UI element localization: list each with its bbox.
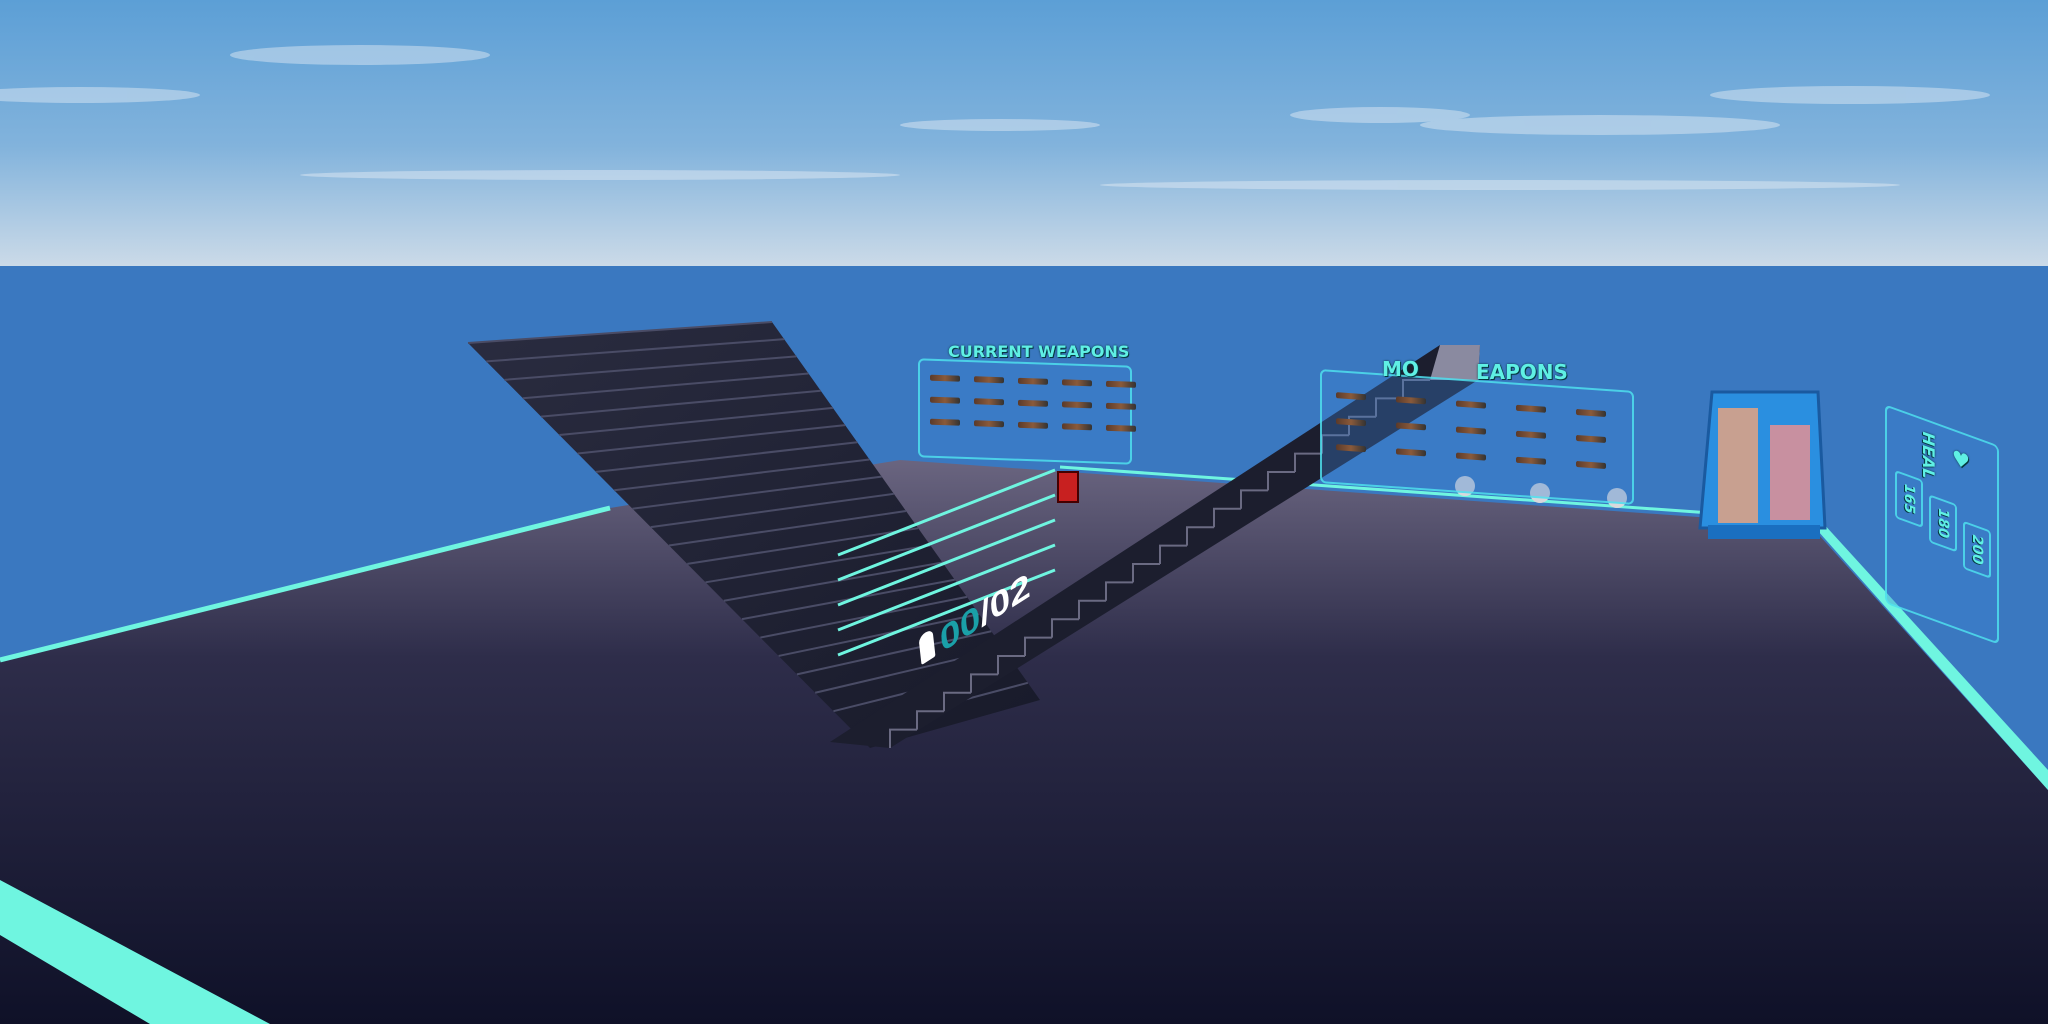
weapon-slot[interactable] xyxy=(974,376,1004,384)
stair-step xyxy=(467,321,773,344)
stair-step xyxy=(1132,563,1160,583)
stair-step xyxy=(577,424,846,455)
stair-step xyxy=(1159,544,1187,564)
weapon-slot[interactable] xyxy=(1576,408,1606,418)
weapon-slot[interactable] xyxy=(1018,399,1048,407)
weapon-slot[interactable] xyxy=(974,420,1004,428)
weapon-slot[interactable] xyxy=(1576,434,1606,444)
stair-step xyxy=(1078,599,1106,620)
stair-step xyxy=(1240,489,1268,509)
stair-step xyxy=(632,475,882,510)
stair-step xyxy=(1051,618,1079,638)
platform-edge-right xyxy=(1810,522,2048,790)
stair-step xyxy=(760,595,968,639)
more-weapons-title-right: EAPONS xyxy=(1476,360,1568,384)
stair-step xyxy=(705,544,931,584)
platform-edge-back xyxy=(1059,465,1811,522)
light-bulbs xyxy=(1455,476,1627,508)
weapon-slot[interactable] xyxy=(930,418,960,426)
right-stair-flight xyxy=(830,345,1480,748)
heal-option-165[interactable]: 165 xyxy=(1895,469,1923,529)
more-weapons-title-left: MO xyxy=(1382,357,1419,381)
stair-step xyxy=(1402,379,1430,399)
stair-step xyxy=(916,710,944,730)
stair-step xyxy=(668,510,907,547)
heal-option-200[interactable]: 200 xyxy=(1963,520,1991,579)
weapon-slot[interactable] xyxy=(1336,444,1366,453)
current-weapons-title: CURRENT WEAPONS xyxy=(948,342,1130,361)
stair-step xyxy=(486,338,785,363)
weapon-slot[interactable] xyxy=(930,396,960,404)
weapon-slot[interactable] xyxy=(1062,401,1092,409)
stair-step xyxy=(997,655,1025,675)
stair-step xyxy=(796,630,992,676)
weapon-slot[interactable] xyxy=(1106,424,1136,432)
stair-step xyxy=(650,492,894,529)
red-button[interactable] xyxy=(1057,471,1079,503)
stair-step xyxy=(522,372,809,400)
stair-step xyxy=(1213,507,1241,528)
stair-step xyxy=(1294,452,1322,472)
stair-step xyxy=(723,561,943,602)
weapon-slot[interactable] xyxy=(930,374,960,382)
stair-step xyxy=(1375,397,1403,417)
weapon-slot[interactable] xyxy=(1018,421,1048,429)
left-stair-flight xyxy=(468,322,1040,748)
stair-step xyxy=(1348,415,1376,436)
stair-step xyxy=(970,673,998,693)
stair-step xyxy=(1267,471,1295,491)
weapon-slot[interactable] xyxy=(1456,400,1486,409)
weapon-slot[interactable] xyxy=(1396,396,1426,405)
weapon-slot[interactable] xyxy=(1516,430,1546,439)
more-weapons-board xyxy=(1320,369,1634,505)
weapon-slot[interactable] xyxy=(1062,379,1092,387)
weapon-slot[interactable] xyxy=(1018,377,1048,385)
weapon-slot[interactable] xyxy=(1106,402,1136,410)
stair-step xyxy=(943,691,971,712)
heal-board: HEAL ♥ 165 180 200 xyxy=(1885,404,1999,645)
counter-panel-lines xyxy=(837,468,1056,657)
clouds xyxy=(0,45,1990,190)
stair-step xyxy=(559,406,834,437)
platform-edge-front xyxy=(0,880,270,1024)
current-weapons-board xyxy=(918,358,1136,465)
stair-step xyxy=(1024,636,1052,656)
phone-booth-vending-machine[interactable] xyxy=(1698,390,1827,539)
stair-step xyxy=(1321,434,1349,454)
weapon-slot[interactable] xyxy=(1456,426,1486,435)
weapon-slot[interactable] xyxy=(1336,392,1366,401)
weapon-slot[interactable] xyxy=(1396,422,1426,431)
weapon-slot[interactable] xyxy=(1456,452,1486,461)
sky xyxy=(0,0,2048,266)
heal-title: HEAL xyxy=(1919,428,1938,483)
stair-step xyxy=(889,728,917,748)
weapon-slot[interactable] xyxy=(974,398,1004,406)
weapon-slot[interactable] xyxy=(1396,448,1426,457)
staircase xyxy=(467,321,1480,748)
stair-step xyxy=(614,458,870,492)
stair-step xyxy=(504,355,797,381)
weapon-slot[interactable] xyxy=(1106,380,1136,388)
weapon-slot[interactable] xyxy=(1576,460,1606,470)
stair-step xyxy=(1186,526,1214,546)
stair-step xyxy=(540,389,821,418)
weapon-slot[interactable] xyxy=(1516,456,1546,465)
stair-step xyxy=(1105,581,1133,601)
right-stair-rail-top xyxy=(1430,345,1480,380)
platform xyxy=(0,460,2048,1024)
heal-option-180[interactable]: 180 xyxy=(1929,494,1957,553)
stair-step xyxy=(778,613,980,657)
person-icon xyxy=(918,628,936,666)
stair-step xyxy=(687,527,919,565)
weapon-slot[interactable] xyxy=(1336,418,1366,427)
stair-step xyxy=(595,441,858,473)
heart-icon: ♥ xyxy=(1952,444,1970,476)
weapon-slot[interactable] xyxy=(1516,404,1546,413)
platform-edge-left xyxy=(0,505,611,663)
weapon-slot[interactable] xyxy=(1062,423,1092,431)
